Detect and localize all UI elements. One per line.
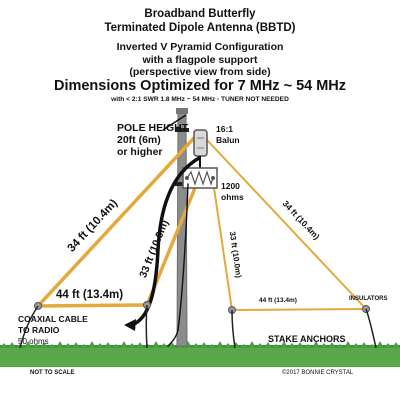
configuration-line2: with a flagpole support bbox=[142, 54, 258, 66]
pole-pointer-line bbox=[162, 114, 187, 131]
grass-ground bbox=[0, 341, 400, 367]
diagram-title-line1: Broadband Butterfly bbox=[144, 8, 256, 20]
coax-label-line1: COAXIAL CABLE bbox=[18, 314, 88, 324]
coax-label-line2: TO RADIO bbox=[18, 325, 60, 335]
right-slope-label: 34 ft (10.4m) bbox=[281, 198, 322, 241]
right-inner-label: 33 ft (10.0m) bbox=[228, 231, 243, 279]
coax-impedance-label: 50 ohms bbox=[18, 337, 49, 346]
balun-label: Balun bbox=[216, 135, 240, 145]
coax-arrow-icon bbox=[124, 319, 136, 331]
left-bottom-label: 44 ft (13.4m) bbox=[56, 289, 124, 301]
left-slope-wire bbox=[36, 136, 196, 308]
right-slope-wire bbox=[206, 139, 367, 310]
coaxial-cable bbox=[124, 156, 201, 347]
insulators bbox=[34, 301, 370, 314]
configuration-line1: Inverted V Pyramid Configuration bbox=[116, 41, 284, 53]
left-bottom-wire bbox=[36, 303, 149, 308]
pole-height-label-line1: POLE HEIGHT bbox=[117, 122, 189, 134]
configuration-line3: (perspective view from side) bbox=[129, 66, 271, 78]
balun-ratio-label: 16:1 bbox=[216, 124, 234, 134]
stake-anchors-label: STAKE ANCHORS bbox=[268, 334, 346, 344]
diagram-title-line2: Terminated Dipole Antenna (BBTD) bbox=[104, 22, 296, 34]
inner-slope-label: 33 ft (10.0m) bbox=[137, 218, 171, 279]
copyright-label: ©2017 BONNIE CRYSTAL bbox=[282, 370, 354, 376]
dimensions-heading: Dimensions Optimized for 7 MHz ~ 54 MHz bbox=[53, 78, 347, 94]
pole-height-label-line3: or higher bbox=[117, 146, 163, 158]
terminating-resistor bbox=[182, 167, 218, 189]
not-to-scale-label: NOT TO SCALE bbox=[30, 370, 75, 376]
guy-ropes bbox=[19, 304, 377, 349]
right-bottom-wire bbox=[231, 308, 367, 311]
balun bbox=[193, 129, 208, 168]
resistor-unit-label: ohms bbox=[221, 192, 244, 202]
insulators-label: INSULATORS bbox=[349, 296, 388, 302]
swr-note: with < 2:1 SWR 1.8 MHz ~ 54 MHz - TUNER … bbox=[111, 96, 289, 103]
right-bottom-label: 44 ft (13.4m) bbox=[259, 297, 297, 304]
resistor-value-label: 1200 bbox=[221, 181, 240, 191]
right-inner-wire bbox=[213, 187, 233, 311]
pole-height-label-line2: 20ft (6m) bbox=[117, 134, 161, 146]
